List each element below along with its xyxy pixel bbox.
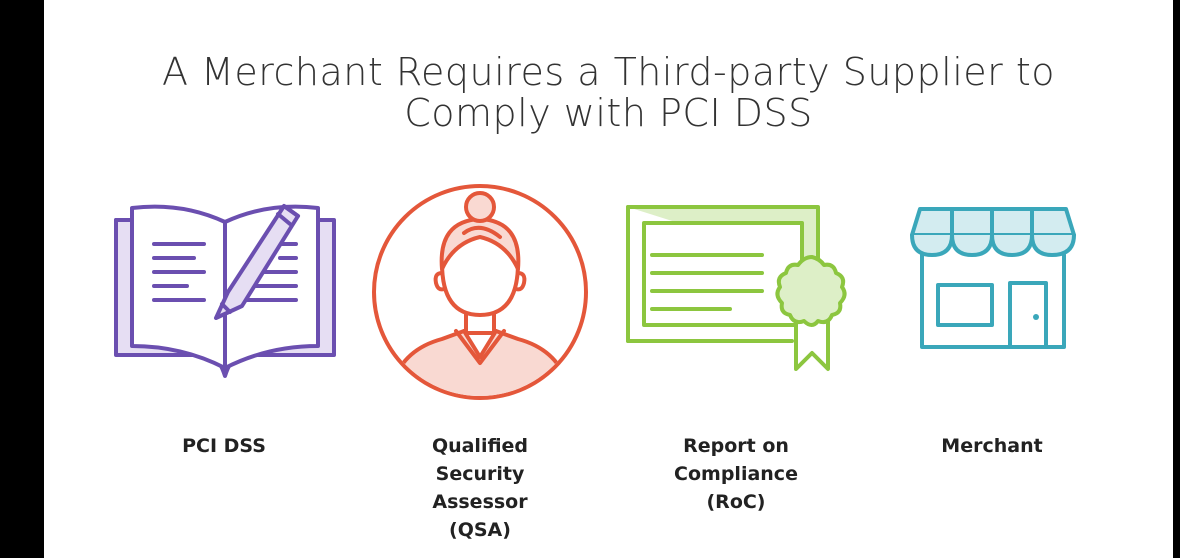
open-book-pencil-icon	[114, 204, 336, 378]
slide: A Merchant Requires a Third-party Suppli…	[44, 0, 1173, 558]
certificate-ribbon-icon	[626, 205, 847, 371]
title-line-2: Comply with PCI DSS	[404, 91, 813, 135]
slide-title: A Merchant Requires a Third-party Suppli…	[44, 52, 1173, 134]
label-merchant: Merchant	[941, 435, 1043, 457]
label-pci-dss: PCI DSS	[182, 435, 266, 457]
title-line-1: A Merchant Requires a Third-party Suppli…	[161, 50, 1056, 94]
label-roc: Report on Compliance (RoC)	[674, 435, 798, 513]
label-qsa: Qualified Security Assessor (QSA)	[431, 435, 529, 541]
assessor-person-icon	[372, 184, 588, 400]
storefront-icon	[910, 207, 1076, 349]
